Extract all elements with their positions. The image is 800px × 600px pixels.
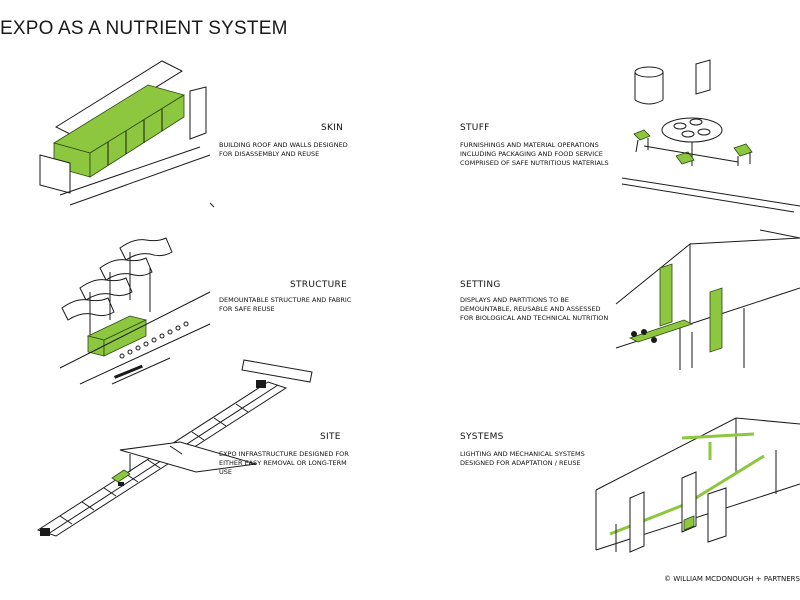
structure-heading: STRUCTURE — [290, 280, 348, 290]
skin-description: BUILDING ROOF AND WALLS DESIGNED FOR DIS… — [219, 141, 348, 158]
site-heading: SITE — [320, 432, 341, 442]
site-description: EXPO INFRASTRUCTURE DESIGNED FOR EITHER … — [219, 450, 349, 476]
stuff-illustration — [621, 59, 800, 213]
systems-illustration — [595, 417, 800, 553]
page-title: EXPO AS A NUTRIENT SYSTEM — [0, 18, 288, 39]
systems-heading: SYSTEMS — [460, 432, 504, 442]
setting-description: DISPLAYS AND PARTITIONS TO BE DEMOUNTABL… — [460, 296, 609, 322]
structure-description: DEMOUNTABLE STRUCTURE AND FABRIC FOR SAF… — [219, 296, 352, 313]
skin-illustration — [39, 60, 215, 208]
stuff-heading: STUFF — [460, 123, 490, 133]
stuff-description: FURNISHINGS AND MATERIAL OPERATIONS INCL… — [460, 141, 609, 167]
structure-illustration — [59, 237, 211, 385]
setting-heading: SETTING — [460, 280, 501, 290]
systems-description: LIGHTING AND MECHANICAL SYSTEMS DESIGNED… — [460, 450, 585, 467]
copyright-credit: © WILLIAM MCDONOUGH + PARTNERS — [664, 575, 800, 583]
skin-heading: SKIN — [321, 123, 344, 133]
site-illustration — [36, 359, 313, 537]
setting-illustration — [615, 229, 800, 370]
